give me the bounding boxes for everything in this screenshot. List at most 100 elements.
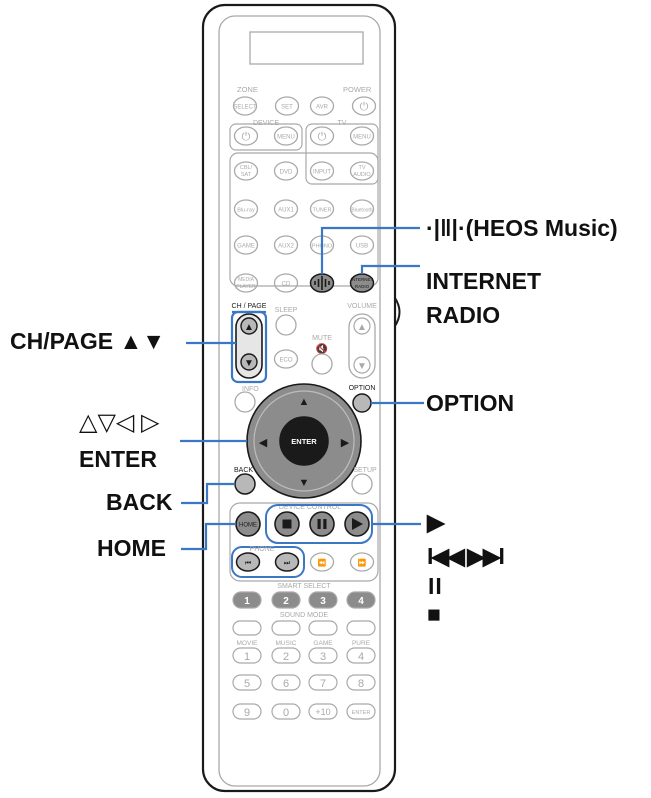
number-key-0[interactable] xyxy=(271,703,301,720)
info-label: INFO xyxy=(242,386,259,393)
smart-select-1-text: 1 xyxy=(244,596,250,607)
input-button[interactable] xyxy=(309,161,335,181)
tv-audio-button[interactable] xyxy=(349,161,375,181)
skip-back-button[interactable] xyxy=(235,552,261,572)
option-button[interactable] xyxy=(352,393,372,413)
power-button[interactable] xyxy=(351,96,377,116)
set-text: SET xyxy=(281,105,293,111)
left-arrow-icon[interactable]: ◀ xyxy=(259,437,268,449)
number-key-7[interactable] xyxy=(308,674,338,691)
media-player-text-2: PLAYER xyxy=(236,284,256,290)
number-key-8[interactable] xyxy=(346,674,376,691)
avr-button[interactable] xyxy=(309,96,335,116)
tv-menu-text: MENU xyxy=(353,135,371,141)
ch-page-callout: CH/PAGE ▲▼ xyxy=(10,328,166,354)
home-text: HOME xyxy=(239,523,257,529)
number-key-8-text: 8 xyxy=(358,678,364,690)
eco-button[interactable] xyxy=(273,349,299,369)
power-label: POWER xyxy=(343,85,372,94)
volume-up-button[interactable] xyxy=(353,317,371,335)
game-button[interactable] xyxy=(233,235,259,255)
cd-button[interactable] xyxy=(273,273,299,293)
number-key-2[interactable] xyxy=(271,647,301,664)
device-label: DEVICE xyxy=(253,120,279,127)
tv-power-button[interactable] xyxy=(309,126,335,146)
number-key-4[interactable] xyxy=(346,647,376,664)
usb-button[interactable] xyxy=(349,235,375,255)
number-key-5[interactable] xyxy=(232,674,262,691)
sound-mode-label: SOUND MODE xyxy=(280,612,329,619)
aux1-text: AUX1 xyxy=(278,208,294,214)
aux1-button[interactable] xyxy=(273,199,299,219)
bluetooth-button[interactable] xyxy=(349,199,375,219)
bluray-text: Blu-ray xyxy=(237,208,255,214)
internet-radio-text-1: INTERNET xyxy=(351,277,374,282)
rewind-button[interactable] xyxy=(309,552,335,572)
ch-page-up-icon: ▲ xyxy=(244,322,254,333)
ch-page-up-button[interactable] xyxy=(240,317,258,335)
sleep-button[interactable] xyxy=(275,314,297,336)
enter-button[interactable] xyxy=(279,416,329,466)
device-menu-button[interactable] xyxy=(273,126,299,146)
sound-mode-key-4[interactable] xyxy=(346,620,376,636)
sound-mode-key-2[interactable] xyxy=(271,620,301,636)
remote-inner-face xyxy=(218,15,381,787)
dvd-button[interactable] xyxy=(273,161,299,181)
smart-select-1-button[interactable] xyxy=(232,591,262,609)
tv-menu-button[interactable] xyxy=(349,126,375,146)
numeric-enter-key[interactable] xyxy=(346,703,376,720)
internet-radio-callout-line1: INTERNET xyxy=(426,268,541,294)
tv-audio-text-1: TV xyxy=(358,165,365,171)
device-power-button[interactable] xyxy=(233,126,259,146)
fast-forward-icon: ⏩ xyxy=(358,558,367,567)
number-key-1[interactable] xyxy=(232,647,262,664)
pause-callout: II xyxy=(428,573,443,599)
home-callout: HOME xyxy=(97,535,166,561)
device-power-icon: ⏻ xyxy=(242,131,251,143)
mute-label: MUTE xyxy=(312,335,332,342)
game-text: GAME xyxy=(237,244,255,250)
number-key-3[interactable] xyxy=(308,647,338,664)
side-bump xyxy=(394,297,401,327)
back-button[interactable] xyxy=(234,473,256,495)
tuner-button[interactable] xyxy=(309,199,335,219)
volume-rocker[interactable] xyxy=(348,313,376,379)
skip-forward-button[interactable] xyxy=(274,552,300,572)
setup-button[interactable] xyxy=(351,473,373,495)
zone-select-button[interactable] xyxy=(232,96,258,116)
aux2-text: AUX2 xyxy=(278,244,294,250)
volume-down-button[interactable] xyxy=(353,356,371,374)
sound-mode-key-3[interactable] xyxy=(308,620,338,636)
up-arrow-icon[interactable]: ▲ xyxy=(299,396,310,408)
aux2-button[interactable] xyxy=(273,235,299,255)
sound-mode-key-1[interactable] xyxy=(232,620,262,636)
numeric-enter-text: ENTER xyxy=(352,710,371,716)
pause-button[interactable] xyxy=(309,511,335,537)
number-key-9[interactable] xyxy=(232,703,262,720)
bluray-button[interactable] xyxy=(233,199,259,219)
ch-page-label: CH / PAGE xyxy=(232,303,267,310)
smart-select-4-button[interactable] xyxy=(346,591,376,609)
smart-select-2-button[interactable] xyxy=(271,591,301,609)
plus10-key[interactable] xyxy=(308,703,338,720)
smart-select-3-button[interactable] xyxy=(308,591,338,609)
down-arrow-icon[interactable]: ▼ xyxy=(299,477,310,489)
number-key-2-text: 2 xyxy=(283,651,289,663)
info-button[interactable] xyxy=(234,391,256,413)
fast-forward-button[interactable] xyxy=(349,552,375,572)
media-player-button[interactable] xyxy=(233,273,259,293)
mute-button[interactable] xyxy=(311,353,333,375)
heos-music-callout: ·|‖|·(HEOS Music) xyxy=(426,217,618,240)
back-callout: BACK xyxy=(106,489,173,515)
number-key-6[interactable] xyxy=(271,674,301,691)
number-key-7-text: 7 xyxy=(320,678,326,690)
right-arrow-icon[interactable]: ▶ xyxy=(341,437,350,449)
smart-select-3-text: 3 xyxy=(320,596,326,607)
cbl-sat-button[interactable] xyxy=(233,161,259,181)
skip-callout: I◀◀ ▶▶I xyxy=(427,543,505,569)
movie-label: MOVIE xyxy=(237,640,259,647)
ch-page-down-button[interactable] xyxy=(240,353,258,371)
set-button[interactable] xyxy=(274,96,300,116)
pause-icon-right xyxy=(323,519,327,529)
internet-radio-callout-line2: RADIO xyxy=(426,302,501,328)
